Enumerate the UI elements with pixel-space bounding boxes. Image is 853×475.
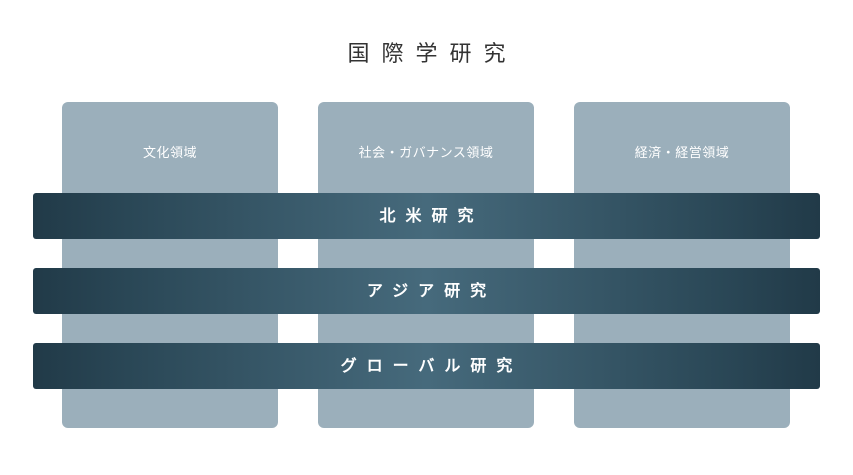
column-label: 経済・経営領域 [634, 146, 730, 161]
band-global: グローバル研究 [33, 343, 820, 389]
band-asia: アジア研究 [33, 268, 820, 314]
diagram-title: 国際学研究 [347, 42, 518, 67]
band-north-america: 北米研究 [33, 193, 820, 239]
column-label: 社会・ガバナンス領域 [358, 146, 494, 161]
column-label: 文化領域 [142, 146, 197, 161]
